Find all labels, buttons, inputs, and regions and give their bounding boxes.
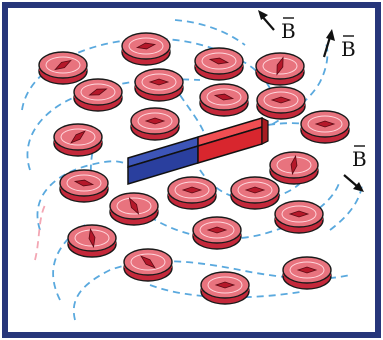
compass-needle <box>276 56 284 76</box>
compass-dial <box>174 181 210 199</box>
compass-dial <box>80 83 116 101</box>
magnet-end-face <box>261 117 269 145</box>
compass-needle <box>144 117 166 125</box>
compass-needle <box>296 266 318 274</box>
field-line-16 <box>179 94 206 136</box>
compass-needle <box>290 154 298 176</box>
compass-3 <box>194 47 244 81</box>
field-line-11 <box>174 19 246 46</box>
compass-dial <box>199 221 235 239</box>
compass-needle <box>270 96 292 104</box>
compass-needle <box>88 227 96 249</box>
compass-needle <box>73 179 95 187</box>
field-label-top-right: B <box>341 37 356 61</box>
compass-needle <box>214 281 236 289</box>
compass-dial <box>262 57 298 75</box>
field-line-3 <box>36 160 129 231</box>
field-line-5 <box>72 260 351 321</box>
compass-6 <box>134 68 184 102</box>
compass-dial <box>276 156 312 174</box>
compass-dial <box>307 115 343 133</box>
compass-8 <box>256 86 306 120</box>
compass-needle <box>128 197 140 215</box>
field-label-right: B <box>352 147 367 171</box>
arrow-head <box>326 29 335 41</box>
compass-needle <box>288 210 310 218</box>
compass-needle <box>70 130 86 144</box>
compass-21 <box>282 256 332 290</box>
field-arrow-top-left: B <box>258 10 296 43</box>
compass-9 <box>53 123 103 157</box>
field-label-top-left: B <box>281 19 296 43</box>
compass-needle <box>135 42 157 50</box>
compass-22 <box>200 271 250 305</box>
arrow-shaft <box>322 36 332 58</box>
compass-15 <box>230 176 280 210</box>
field-arrow-right: B <box>343 145 367 192</box>
compass-needle <box>140 255 156 269</box>
compass-dial <box>137 112 173 130</box>
compass-dial <box>60 128 96 146</box>
compass-dial <box>66 174 102 192</box>
compass-dial <box>207 276 243 294</box>
compass-16 <box>109 192 159 226</box>
compass-19 <box>192 216 242 250</box>
compass-dial <box>141 73 177 91</box>
compass-20 <box>123 248 173 282</box>
field-line-6 <box>139 179 341 240</box>
compass-dial <box>263 91 299 109</box>
compass-dial <box>130 253 166 271</box>
compass-needle <box>213 93 235 101</box>
compass-dial <box>74 229 110 247</box>
compass-18 <box>67 224 117 258</box>
compass-1 <box>38 51 88 85</box>
compass-needle <box>208 57 230 65</box>
compass-dial <box>237 181 273 199</box>
compass-needle <box>88 88 108 96</box>
bar-magnet <box>127 116 269 186</box>
compass-12 <box>269 151 319 185</box>
field-arrow-top-right: B <box>322 29 356 61</box>
compass-dial <box>201 52 237 70</box>
compass-needle <box>54 59 72 71</box>
compass-5 <box>73 78 123 112</box>
compass-7 <box>199 83 249 117</box>
compass-dial <box>128 37 164 55</box>
arrow-head <box>353 182 364 192</box>
compass-group <box>38 32 350 305</box>
compass-dial <box>45 56 81 74</box>
compass-dial <box>281 205 317 223</box>
field-line-12 <box>34 204 46 261</box>
compass-10 <box>130 107 180 141</box>
compass-dial <box>206 88 242 106</box>
compass-needle <box>244 186 266 194</box>
compass-needle <box>181 186 203 194</box>
compass-needle <box>314 120 336 128</box>
compass-needle <box>206 226 228 234</box>
compass-14 <box>167 176 217 210</box>
compass-needle <box>148 78 170 86</box>
compass-13 <box>59 169 109 203</box>
compass-dial <box>116 197 152 215</box>
arrow-shaft <box>343 174 359 188</box>
compass-4 <box>255 52 305 86</box>
arrow-head <box>258 10 268 20</box>
compass-dial <box>289 261 325 279</box>
compass-17 <box>274 200 324 234</box>
compass-2 <box>121 32 171 66</box>
compass-11 <box>300 110 350 144</box>
